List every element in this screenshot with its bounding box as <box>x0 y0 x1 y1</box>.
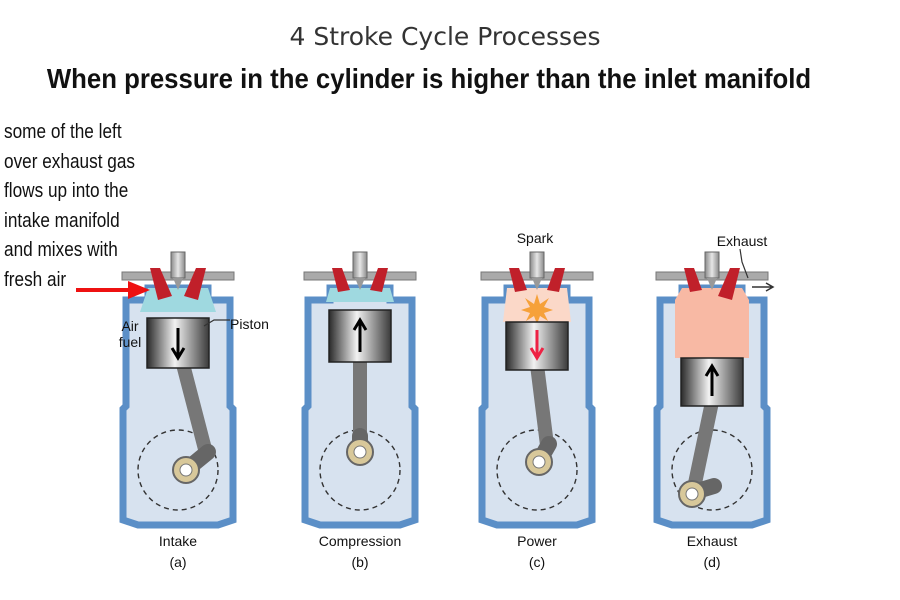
crankshaft-circle <box>137 429 219 511</box>
stroke-letter-b: (b) <box>351 554 368 570</box>
spark-plug <box>704 251 720 279</box>
exhaust-valve <box>718 268 740 300</box>
exhaust-label: Exhaust <box>717 233 768 249</box>
exhaust-valve <box>547 268 565 292</box>
piston-arrow-icon <box>529 330 545 361</box>
exhaust-flow-arrow-icon <box>752 282 775 292</box>
spark-plug-tip <box>532 278 542 290</box>
air-label: Air <box>121 318 138 334</box>
note-line: over exhaust gas <box>4 150 136 173</box>
red-arrow-icon <box>76 281 150 299</box>
crank-pin-hole <box>685 487 699 501</box>
stroke-name-intake: Intake <box>159 533 197 549</box>
piston-leader-line <box>203 319 230 327</box>
engine-compression <box>301 251 419 529</box>
spark-plug <box>529 251 545 279</box>
spark-plug <box>352 251 368 279</box>
spark-label: Spark <box>517 230 555 246</box>
crankshaft-circle <box>319 429 401 511</box>
spark-icon <box>521 294 553 324</box>
note-line: and mixes with <box>4 239 118 261</box>
crankshaft-circle <box>671 429 753 511</box>
note-line: intake manifold <box>4 209 120 232</box>
combustion-chamber <box>140 288 216 312</box>
spark-plug-tip <box>355 278 365 290</box>
fuel-label: fuel <box>119 334 142 350</box>
combustion-chamber <box>326 288 394 302</box>
exhaust-valve <box>370 268 388 292</box>
connecting-rod <box>687 395 719 495</box>
stroke-name-compression: Compression <box>319 533 401 549</box>
piston-arrow-icon <box>704 363 720 396</box>
intake-valve <box>684 268 702 292</box>
intake-valve <box>332 268 350 292</box>
piston-arrow-icon <box>170 328 186 361</box>
note-line: flows up into the <box>4 180 129 202</box>
annotation-note: some of the left over exhaust gas flows … <box>4 118 150 295</box>
piston-arrow-icon <box>352 317 368 352</box>
crank-pin-hole <box>353 445 367 459</box>
piston-label: Piston <box>230 316 269 332</box>
intake-valve <box>509 268 527 292</box>
engine-intake <box>119 251 237 529</box>
stroke-letter-c: (c) <box>529 554 545 570</box>
spark-plug-tip <box>173 278 183 290</box>
stroke-name-exhaust: Exhaust <box>687 533 738 549</box>
exhaust-leader-line <box>739 248 749 279</box>
stroke-letter-d: (d) <box>703 554 720 570</box>
engine-exhaust <box>653 248 775 529</box>
spark-plug-tip <box>707 278 717 290</box>
connecting-rod <box>530 358 554 452</box>
engine-power <box>478 251 596 529</box>
spark-plug <box>170 251 186 279</box>
stroke-name-power: Power <box>517 533 557 549</box>
note-line: some of the left <box>4 121 122 143</box>
intake-valve <box>150 268 172 300</box>
stroke-letter-a: (a) <box>169 554 186 570</box>
page-subtitle: When pressure in the cylinder is higher … <box>46 63 812 94</box>
note-line: fresh air <box>4 268 67 291</box>
crankshaft-circle <box>496 429 578 511</box>
crank-pin-hole <box>532 455 546 469</box>
crank-pin-hole <box>179 463 193 477</box>
exhaust-valve <box>184 268 206 300</box>
page-title: 4 Stroke Cycle Processes <box>289 22 601 51</box>
burned-gas <box>675 288 749 358</box>
